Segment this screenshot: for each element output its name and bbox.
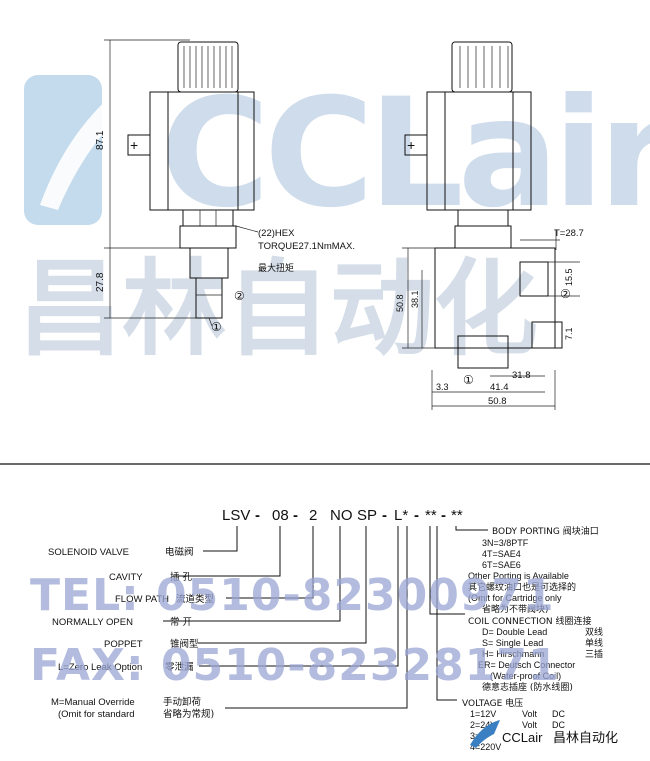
coil-s: S= Single Lead [482,638,543,648]
label-flow-path: FLOW PATH [115,594,169,605]
ordering-left-list: SOLENOID VALVE 电磁阀 CAVITY 插 孔 FLOW PATH … [48,546,215,720]
code-dash-2: - [293,507,298,524]
body-porting-line-3: 6T=SAE6 [482,560,521,570]
brand-swoosh-icon [470,720,500,748]
tel-watermark: TEL: 0510-82300971 [30,570,555,621]
coil-connection-title: COIL CONNECTION 线圈连接 [468,615,592,627]
coil-d-cn: 双线 [585,626,603,638]
label-flow-path-cn: 流道类型 [176,593,215,605]
voltage-block: VOLTAGE 电压 1=12V Volt DC 2=24V Volt DC 3… [462,697,565,752]
coil-d: D= Double Lead [482,627,547,637]
brand-latin: CCLair [502,730,543,745]
watermark-cjk: 昌林自动化 [18,248,538,370]
brand-footer: CCLair 昌林自动化 [470,720,618,748]
front-view: + T=28.7 15.5 ② 7.1 50.8 38.1 ① 31.8 3.3… [395,41,584,410]
code-lsv: LSV [222,507,250,524]
dim-50-8-horizontal: 50.8 [488,396,507,407]
code-coil-stars: ** [425,507,437,524]
dim-27-8: 27.8 [95,272,106,292]
voltage-1-unit: Volt [522,709,538,719]
dim-87-1: 87.1 [95,130,106,150]
terminal-plus-icon: + [130,137,138,153]
label-normally-open: NORMALLY OPEN [52,617,133,628]
label-manual-override-cn: 手动卸荷 [163,696,202,708]
voltage-title: VOLTAGE 电压 [462,697,523,709]
body-porting-line-4: Other Porting is Available [468,571,569,581]
coil-s-cn: 单线 [585,637,603,649]
port-2-label: ② [234,289,245,303]
dim-41-4: 41.4 [490,382,509,393]
label-zero-leak-cn: 零泄漏 [165,661,194,673]
label-poppet-cn: 锥阀型 [170,638,199,650]
coil-connection-block: COIL CONNECTION 线圈连接 D= Double Lead 双线 S… [468,615,603,693]
voltage-2-type: DC [552,720,565,730]
code-dash-4: - [414,507,419,524]
code-2: 2 [309,507,317,524]
label-omit-standard: (Omit for standard [58,709,135,720]
body-porting-line-1: 3N=3/8PTF [482,538,529,548]
label-manual-override: M=Manual Override [51,697,135,708]
dim-t-28-7: T=28.7 [554,228,584,239]
dim-7-1: 7.1 [564,327,574,340]
code-dash-1: - [255,507,260,524]
torque-label: TORQUE27.1NmMAX. [258,241,355,252]
side-view: 87.1 27.8 + [95,39,355,334]
code-porting-stars: ** [451,507,463,524]
dim-38-1: 38.1 [410,290,420,308]
dim-15-5: 15.5 [564,268,574,286]
label-omit-standard-cn: 省略为常规) [163,708,214,720]
port-1-label: ① [211,320,222,334]
code-l-star: L* [394,507,408,524]
torque-cn-label: 最大扭矩 [258,262,294,274]
voltage-1: 1=12V [470,709,496,719]
dim-3-3: 3.3 [436,382,449,392]
front-port-1-label: ① [463,373,474,387]
coil-er: ER= Deutsch Connector [478,660,575,670]
body-porting-line-2: 4T=SAE4 [482,549,521,559]
coil-h: H= Hirschmann [482,649,544,659]
label-cavity: CAVITY [109,572,143,583]
body-porting-line-7: 省略为不带阀块) [482,603,549,615]
body-porting-block: BODY PORTING 阀块油口 3N=3/8PTF 4T=SAE4 6T=S… [468,525,599,615]
front-port-2-label: ② [560,287,571,301]
fax-watermark: FAX: 0510-82328171 [30,640,560,691]
voltage-1-type: DC [552,709,565,719]
voltage-3: 3= [470,731,480,741]
label-poppet: POPPET [104,639,143,650]
label-solenoid-valve: SOLENOID VALVE [48,547,129,558]
dim-50-8-vertical: 50.8 [395,294,405,312]
body-porting-line-5: 其它螺纹油口也是可选择的 [468,581,576,593]
coil-h-cn: 三插 [585,648,603,660]
front-terminal-plus-icon: + [407,137,415,153]
dim-31-8: 31.8 [512,370,531,381]
watermark-swoosh-icon [40,80,130,210]
label-zero-leak: L=Zero Leak Option [58,662,142,673]
body-porting-line-6: (Omit for Cartridge only [468,593,562,603]
code-no: NO [330,507,353,524]
coil-deutsch-cn: 德意志插座 (防水线圈) [482,681,573,693]
watermark-logo-block [24,75,102,225]
code-dash-3: - [382,507,387,524]
contact-watermark: TEL: 0510-82300971 FAX: 0510-82328171 [30,570,560,691]
code-sp: SP [357,507,377,524]
voltage-4: 4=220V [470,742,501,752]
label-solenoid-valve-cn: 电磁阀 [165,546,194,558]
voltage-2: 2=24V [470,720,496,730]
body-porting-title: BODY PORTING 阀块油口 [492,525,599,537]
ordering-leaders [163,526,488,709]
knurl-lines [183,46,233,88]
label-normally-open-cn: 常 开 [170,616,193,628]
voltage-2-unit: Volt [522,720,538,730]
hex-label: (22)HEX [258,228,295,239]
label-cavity-cn: 插 孔 [170,571,193,583]
code-08: 08 [272,507,289,524]
model-code: LSV - 08 - 2 NO SP - L* - ** - ** [222,507,463,524]
coil-waterproof: (Water-proof Coil) [490,671,561,681]
brand-cjk: 昌林自动化 [553,731,618,746]
code-dash-5: - [441,507,446,524]
